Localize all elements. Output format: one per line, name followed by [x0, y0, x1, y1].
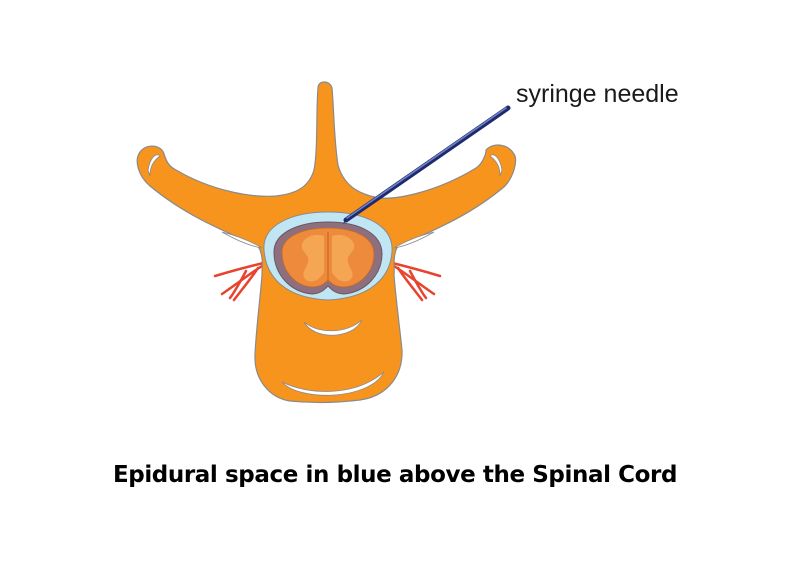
syringe-needle	[342, 105, 511, 224]
body-slit-lower	[281, 371, 385, 396]
grey-matter-left	[301, 234, 324, 282]
caption: Epidural space in blue above the Spinal …	[112, 462, 678, 488]
grey-matter-right	[332, 234, 355, 282]
transverse-slit-left	[147, 154, 161, 177]
facet-slit-right	[393, 231, 435, 249]
transverse-slit-right	[489, 154, 503, 177]
facet-slit-left	[221, 231, 263, 249]
body-slit-upper	[303, 319, 363, 336]
needle-label: syringe needle	[516, 80, 679, 108]
